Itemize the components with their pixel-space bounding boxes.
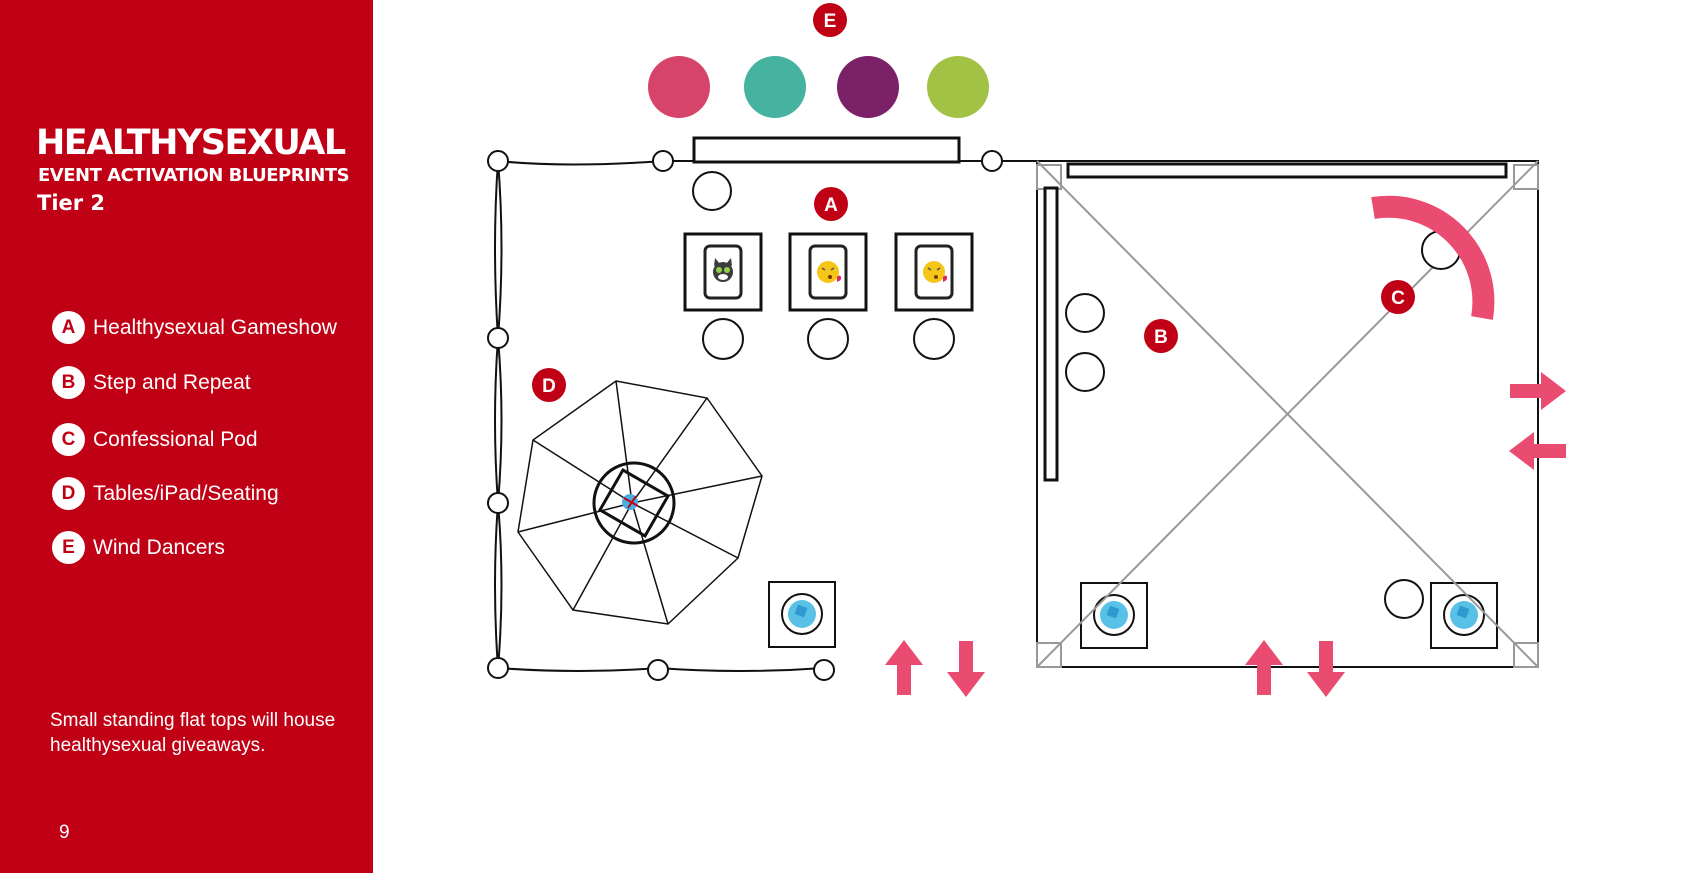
flat-top-2 xyxy=(1080,582,1148,649)
legend-item-d: D Tables/iPad/Seating xyxy=(52,477,279,510)
marker-b: B xyxy=(1144,319,1178,353)
legend-badge-c: C xyxy=(52,423,85,456)
legend-badge-e: E xyxy=(52,531,85,564)
umbrella-table xyxy=(517,380,763,625)
legend-item-e: E Wind Dancers xyxy=(52,531,225,564)
legend-label-d: Tables/iPad/Seating xyxy=(93,481,279,505)
wind-dancer-teal xyxy=(744,56,806,118)
contestant-stools xyxy=(702,318,955,360)
arrow-down-1 xyxy=(947,641,985,697)
arrow-up-2 xyxy=(1245,640,1283,695)
svg-text:D: D xyxy=(542,376,556,397)
giveaway-note: Small standing flat tops will house heal… xyxy=(50,710,336,756)
step-and-repeat-wall xyxy=(1043,186,1059,482)
legend-label-a: Healthysexual Gameshow xyxy=(93,315,337,339)
svg-text:B: B xyxy=(1154,327,1168,348)
wind-dancer-purple xyxy=(837,56,899,118)
wind-dancer-green xyxy=(927,56,989,118)
page-number: 9 xyxy=(59,822,70,843)
wind-dancers xyxy=(648,56,989,118)
legend-label-b: Step and Repeat xyxy=(93,370,251,394)
arrow-down-2 xyxy=(1307,641,1345,697)
arrow-left xyxy=(1509,432,1566,470)
legend-badge-d: D xyxy=(52,477,85,510)
svg-text:E: E xyxy=(824,11,837,32)
tier-label: Tier 2 xyxy=(37,191,106,215)
ipad-station-1 xyxy=(683,232,763,312)
host-stool xyxy=(692,171,732,211)
svg-text:C: C xyxy=(1391,288,1405,309)
giveaway-flat-tops xyxy=(768,581,1498,649)
wind-dancer-pink xyxy=(648,56,710,118)
legend-badge-a: A xyxy=(52,311,85,344)
left-tent xyxy=(494,160,1040,672)
legend-badge-b: B xyxy=(52,366,85,399)
gameshow-stations xyxy=(683,232,974,312)
marker-e: E xyxy=(813,3,847,37)
legend-item-a: A Healthysexual Gameshow xyxy=(52,311,337,344)
flat-top-1 xyxy=(768,581,836,648)
arrow-right xyxy=(1510,372,1566,410)
ipad-station-3 xyxy=(894,232,974,312)
legend-label-c: Confessional Pod xyxy=(93,427,258,451)
back-wall-banner xyxy=(1066,162,1508,179)
marker-c: C xyxy=(1381,280,1415,314)
svg-text:A: A xyxy=(824,195,838,216)
tent-poles xyxy=(487,150,1003,681)
traffic-arrows xyxy=(885,372,1566,697)
brand-subtitle: EVENT ACTIVATION BLUEPRINTS xyxy=(38,165,350,186)
gameshow-podium xyxy=(692,136,961,164)
kiss-emoji-icon xyxy=(923,261,948,283)
sidebar: HEALTHYSEXUAL EVENT ACTIVATION BLUEPRINT… xyxy=(0,0,373,873)
legend-label-e: Wind Dancers xyxy=(93,535,225,559)
kiss-emoji-icon xyxy=(817,261,842,283)
brand-logo: HEALTHYSEXUAL xyxy=(36,123,346,163)
legend-item-b: B Step and Repeat xyxy=(52,366,251,399)
confessional-pod xyxy=(1371,195,1495,320)
legend-item-c: C Confessional Pod xyxy=(52,423,258,456)
ipad-station-2 xyxy=(788,232,868,312)
arrow-up-1 xyxy=(885,640,923,695)
right-tent xyxy=(1036,160,1539,668)
marker-a: A xyxy=(814,187,848,221)
marker-d: D xyxy=(532,368,566,402)
cat-emoji-icon xyxy=(713,258,733,282)
